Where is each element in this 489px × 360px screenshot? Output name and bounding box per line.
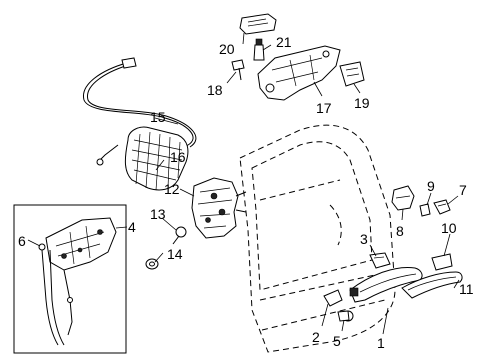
lock-cylinder-part-5 xyxy=(337,310,354,322)
callout-20: 20 xyxy=(219,41,235,57)
cover-part-19 xyxy=(339,61,365,87)
callout-1: 1 xyxy=(377,335,385,351)
callout-10: 10 xyxy=(441,220,457,236)
screw-part-13 xyxy=(172,226,187,245)
rear-door-outline xyxy=(239,124,396,353)
callout-5: 5 xyxy=(333,333,341,349)
callout-17: 17 xyxy=(316,100,332,116)
outside-handle-part-1 xyxy=(349,266,423,303)
callout-3: 3 xyxy=(360,231,368,247)
clip-part-9 xyxy=(419,203,431,217)
callout-12: 12 xyxy=(164,181,180,197)
cap-part-7 xyxy=(433,199,451,215)
door-latch-part-12 xyxy=(191,177,247,239)
callout-8: 8 xyxy=(396,223,404,239)
callout-21: 21 xyxy=(276,34,292,50)
detail-box-frame xyxy=(13,204,127,354)
gasket-part-2 xyxy=(323,289,343,307)
detail-box-part-4 xyxy=(13,204,127,354)
screw-part-18 xyxy=(231,59,245,81)
callout-13: 13 xyxy=(150,206,166,222)
handle-trim-part-11 xyxy=(401,271,463,299)
callout-4: 4 xyxy=(128,219,136,235)
handle-bezel-part-3 xyxy=(369,252,391,269)
callout-16: 16 xyxy=(170,149,186,165)
handle-bracket-part-17 xyxy=(257,45,341,101)
callout-19: 19 xyxy=(354,95,370,111)
callout-14: 14 xyxy=(167,246,183,262)
handle-carrier-part-8 xyxy=(391,185,415,211)
callout-7: 7 xyxy=(459,182,467,198)
callout-6: 6 xyxy=(18,233,26,249)
lock-rod-part-6 xyxy=(38,243,73,346)
trim-part-10 xyxy=(431,253,453,271)
callout-labels: 1 2 3 4 5 6 7 8 9 10 11 12 13 14 15 16 1… xyxy=(18,34,474,351)
leader-lines xyxy=(27,32,460,335)
lock-actuator xyxy=(45,217,117,271)
callout-11: 11 xyxy=(459,281,474,297)
callout-15: 15 xyxy=(150,109,166,125)
callout-9: 9 xyxy=(427,178,435,194)
clip-part-21 xyxy=(253,38,265,61)
callout-2: 2 xyxy=(312,329,320,345)
insulator-pad-part-16 xyxy=(124,126,189,191)
handle-cap-part-20 xyxy=(239,13,277,35)
callout-18: 18 xyxy=(207,82,223,98)
